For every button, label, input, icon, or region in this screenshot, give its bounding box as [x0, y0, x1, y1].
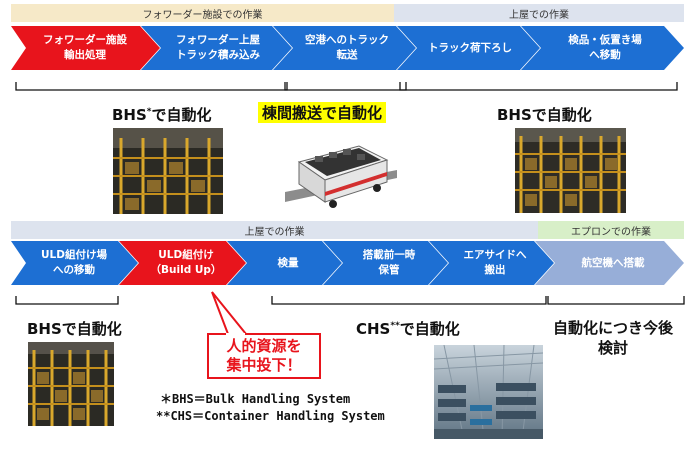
bhs-rack-photo-top-right	[515, 128, 626, 213]
top-step-5-label: 検品・仮置き場 へ移動	[568, 34, 642, 61]
bottom-step-1-shape	[11, 241, 138, 285]
top-step-1-shape	[11, 26, 160, 70]
bhs-rack-photo-bottom	[28, 342, 114, 426]
bottom-step-3-shape	[227, 241, 342, 285]
top-step-3-shape	[273, 26, 416, 70]
bhs-rack-photo-top	[113, 128, 223, 214]
top-step-3-label: 空港へのトラック 転送	[305, 34, 389, 61]
bottom-step-4-label: 搭載前一時 保管	[362, 249, 416, 276]
bracket-bottom-mid	[271, 296, 547, 305]
top-step-2-label: フォワーダー上屋 トラック積み込み	[176, 34, 260, 61]
bottom-step-6-label: 航空機へ搭載	[581, 256, 645, 269]
bracket-top-left	[15, 82, 288, 91]
top-step-5-shape	[521, 26, 684, 70]
bhs-automation-label-top-left: BHS*で自動化	[112, 106, 212, 124]
future-automation-label: 自動化につき今後 検討	[552, 319, 673, 357]
top-step-1-label: フォワーダー施設 輸出処理	[43, 34, 127, 61]
bottom-step-2-label: ULD組付け （Build Up）	[150, 249, 222, 276]
legend-bhs: ＊BHS＝Bulk Handling System	[160, 392, 351, 406]
band-forwarder-label: フォワーダー施設での作業	[142, 9, 263, 21]
bracket-bottom-left	[15, 296, 119, 305]
top-step-4-label: トラック荷下ろし	[428, 41, 512, 54]
band-warehouse-bottom-label: 上屋での作業	[244, 226, 305, 238]
transfer-robot-image	[285, 130, 397, 216]
bottom-step-4-shape	[323, 241, 448, 285]
bottom-step-6-shape	[535, 241, 684, 285]
bottom-step-2-shape	[119, 241, 246, 285]
bottom-step-3-label: 検量	[277, 256, 299, 269]
chs-warehouse-photo	[434, 345, 543, 439]
bottom-step-1-label: ULD組付け場 への移動	[41, 249, 107, 276]
transfer-automation-label: 棟間搬送で自動化	[258, 102, 387, 123]
bracket-top-right	[399, 82, 678, 91]
bhs-footnote-mark: *	[146, 107, 152, 117]
top-step-4-shape	[397, 26, 540, 70]
band-warehouse-bottom: 上屋での作業	[11, 221, 538, 239]
bhs-automation-label-top-right: BHSで自動化	[497, 106, 592, 124]
bracket-top-mid	[284, 82, 407, 91]
legend-chs: **CHS＝Container Handling System	[156, 409, 385, 423]
bottom-step-5-shape	[429, 241, 554, 285]
human-resources-callout: 人的資源を 集中投下！	[207, 333, 321, 379]
band-forwarder: フォワーダー施設での作業	[11, 4, 394, 22]
callout-pointer-patch	[226, 333, 245, 336]
bottom-step-5-label: エアサイドへ 搬出	[463, 249, 527, 276]
bracket-bottom-right	[547, 296, 685, 305]
chs-automation-label: CHS**で自動化	[356, 320, 460, 338]
band-warehouse-top-label: 上屋での作業	[509, 9, 569, 21]
top-step-2-shape	[141, 26, 292, 70]
chs-footnote-mark: **	[390, 321, 400, 331]
callout-text: 人的資源を 集中投下！	[226, 337, 302, 374]
band-apron: エプロンでの作業	[538, 221, 684, 239]
bhs-automation-label-bottom-left: BHSで自動化	[27, 320, 122, 338]
band-warehouse-top: 上屋での作業	[394, 4, 684, 22]
band-apron-label: エプロンでの作業	[571, 226, 651, 238]
